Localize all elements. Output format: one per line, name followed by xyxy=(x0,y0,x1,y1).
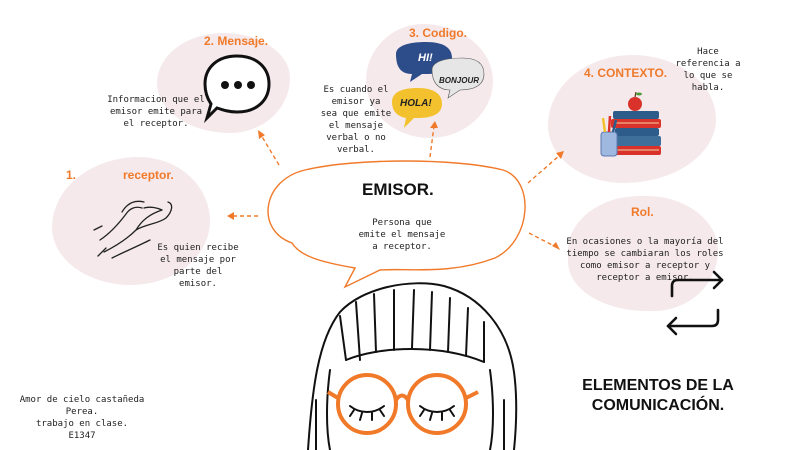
mensaje-title: 2. Mensaje. xyxy=(204,34,269,48)
mensaje-description: Informacion que el emisor emite para el … xyxy=(107,95,205,129)
receptor-title: receptor. xyxy=(123,168,174,182)
receptor-description: Es quien recibe el mensaje por parte del… xyxy=(157,243,239,289)
language-bubbles-icon xyxy=(392,42,485,128)
codigo-title: 3. Codigo. xyxy=(409,26,467,40)
receptor-blob xyxy=(52,157,210,285)
rol-description: En ocasiones o la mayoría del tiempo se … xyxy=(566,237,724,283)
author-credit: Amor de cielo castañeda Perea. trabajo e… xyxy=(19,395,145,441)
chat-bubble-icon xyxy=(203,54,271,124)
contexto-title: 4. CONTEXTO. xyxy=(584,66,668,80)
swap-arrows-icon xyxy=(666,270,724,336)
emisor-description: Persona que emite el mensaje a receptor. xyxy=(358,218,446,252)
bubble-hi: HI! xyxy=(418,52,433,64)
contexto-description: Hace referencia a lo que se habla. xyxy=(675,47,741,93)
rol-blob xyxy=(568,196,718,311)
bubble-bonjour: BONJOUR xyxy=(439,76,480,85)
codigo-description: Es cuando el emisor ya sea que emite el … xyxy=(320,85,392,155)
emisor-title: EMISOR. xyxy=(362,180,434,199)
main-title: ELEMENTOS DE LA COMUNICACIÓN. xyxy=(582,377,734,414)
receiving-hands-icon xyxy=(93,200,173,259)
bubble-hola: HOLA! xyxy=(400,98,432,109)
rol-title: Rol. xyxy=(631,205,654,219)
receptor-number: 1. xyxy=(66,168,77,182)
books-apple-icon xyxy=(600,91,661,157)
